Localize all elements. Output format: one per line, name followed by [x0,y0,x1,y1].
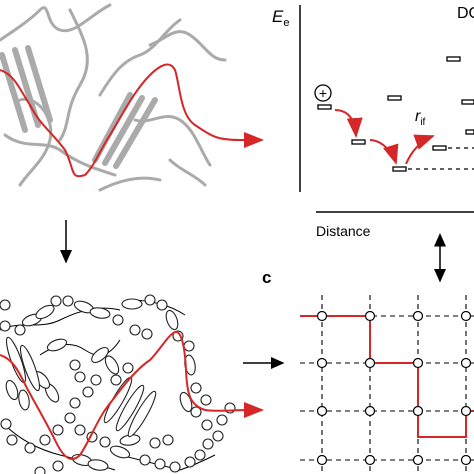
crystalline-lamellae [0,45,158,169]
bead-ellipses [5,298,196,471]
distance-axis-label: Distance [316,223,371,239]
lattice-grid [300,295,474,474]
bead-transport-path [0,330,264,460]
level-dashes [408,147,474,170]
panel-title-partial: DO [457,5,474,22]
panel-c-label: c [262,268,271,287]
hopping-arrows [334,109,435,165]
lattice-transport-path [300,315,474,438]
panel-lattice: c [262,268,474,474]
charge-transport-path [0,63,264,178]
panel-energy-diagram: Ee DO + rif Dist [272,5,474,239]
energy-axis-label: Ee [272,7,289,29]
bead-circles [0,294,236,474]
hole-charge-symbol: + [314,84,332,102]
hop-distance-label: rif [415,108,426,128]
charge-sign: + [319,85,327,101]
panel-polymer-chains [0,3,264,192]
panel-coarse-grained-model [0,294,264,474]
lattice-sites [316,310,472,466]
energy-levels [317,56,474,172]
polymer-chains-gray [0,3,227,192]
